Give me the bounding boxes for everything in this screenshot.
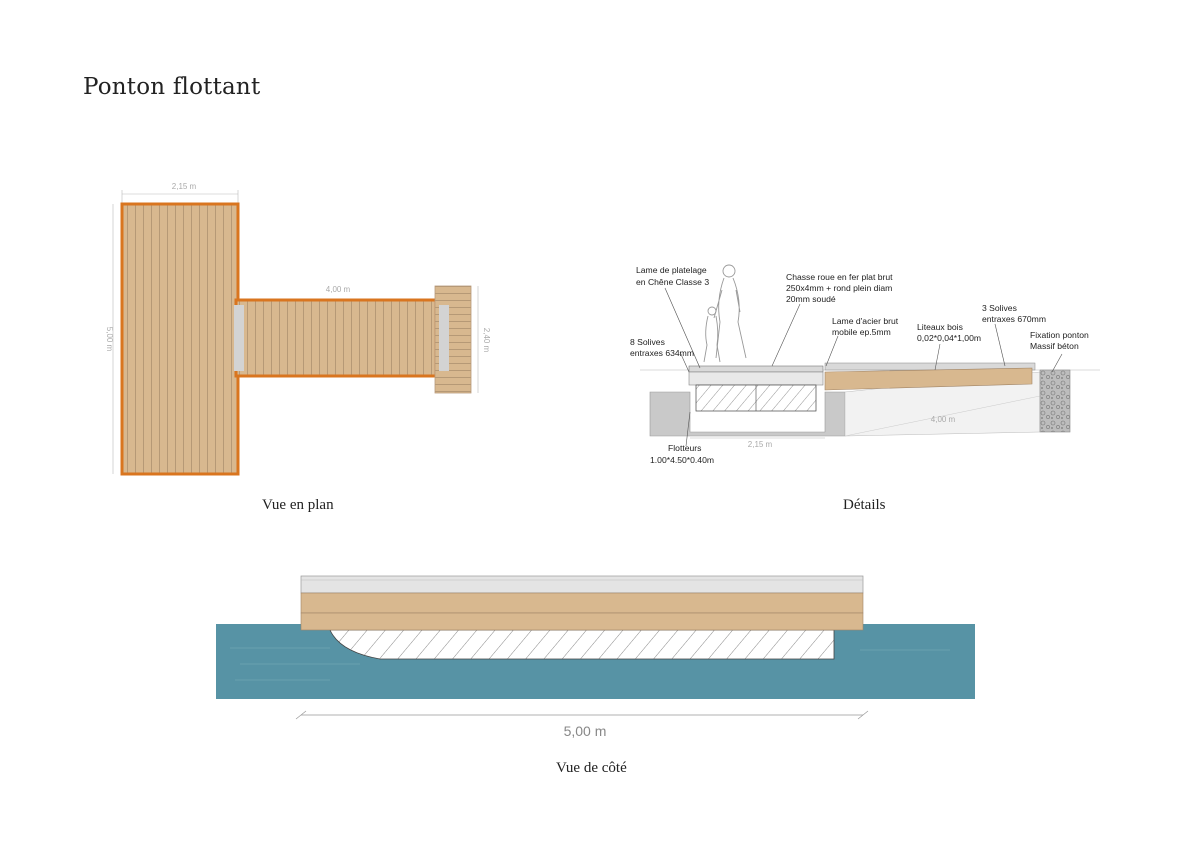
details-walkway-ramp	[824, 362, 1036, 391]
label-fixation-1: Fixation ponton	[1030, 330, 1089, 340]
details-concrete-base	[649, 371, 1041, 437]
label-chasse-roue-1: Chasse roue en fer plat brut	[786, 272, 893, 282]
side-dim-length-label: 5,00 m	[564, 723, 607, 739]
caption-details: Détails	[843, 497, 886, 513]
label-8-solives-2: entraxes 634mm	[630, 348, 694, 358]
side-top-rail	[300, 575, 864, 594]
plan-main-platform	[120, 202, 240, 476]
side-deck-wood	[300, 592, 864, 614]
details-dim-walkway: 4,00 m	[931, 415, 956, 424]
caption-plan: Vue en plan	[262, 497, 334, 513]
side-joists	[300, 612, 864, 631]
plan-end-landing	[434, 285, 472, 394]
label-liteaux-1: Liteaux bois	[917, 322, 963, 332]
plan-walkway	[234, 298, 449, 378]
label-flotteurs-2: 1.00*4.50*0.40m	[650, 455, 714, 465]
side-dimension: 5,00 m	[295, 710, 869, 739]
plan-dim-width-label: 2,15 m	[172, 182, 197, 191]
details-leader-lines	[664, 287, 1063, 447]
label-8-solives-1: 8 Solives	[630, 337, 665, 347]
side-float	[329, 629, 835, 660]
caption-side: Vue de côté	[556, 760, 627, 776]
person-silhouette	[703, 264, 747, 363]
plan-dimension-width: 2,15 m	[121, 182, 239, 204]
label-3-solives-1: 3 Solives	[982, 303, 1017, 313]
details-pontoon	[688, 365, 824, 412]
plan-dim-walkway-label: 4,00 m	[326, 285, 351, 294]
label-chasse-roue-3: 20mm soudé	[786, 294, 836, 304]
label-chasse-roue-2: 250x4mm + rond plein diam	[786, 283, 892, 293]
label-lame-acier-1: Lame d'acier brut	[832, 316, 899, 326]
label-liteaux-2: 0,02*0,04*1,00m	[917, 333, 981, 343]
details-concrete-anchor	[1039, 369, 1071, 433]
details-dim-pontoon: 2,15 m	[748, 440, 773, 449]
label-fixation-2: Massif béton	[1030, 341, 1079, 351]
plan-dim-height-label: 5,00 m	[105, 327, 114, 352]
plan-dim-end-label: 2,40 m	[482, 328, 491, 353]
label-lame-platelage-1: Lame de platelage	[636, 265, 707, 275]
label-lame-acier-2: mobile ep.5mm	[832, 327, 891, 337]
label-3-solives-2: entraxes 670mm	[982, 314, 1046, 324]
label-lame-platelage-2: en Chêne Classe 3	[636, 277, 709, 287]
side-water	[216, 624, 975, 699]
label-flotteurs-1: Flotteurs	[668, 443, 701, 453]
side-water-ripples	[230, 647, 950, 681]
page-title: Ponton flottant	[83, 74, 261, 100]
plan-dimension-height: 5,00 m	[105, 204, 114, 474]
